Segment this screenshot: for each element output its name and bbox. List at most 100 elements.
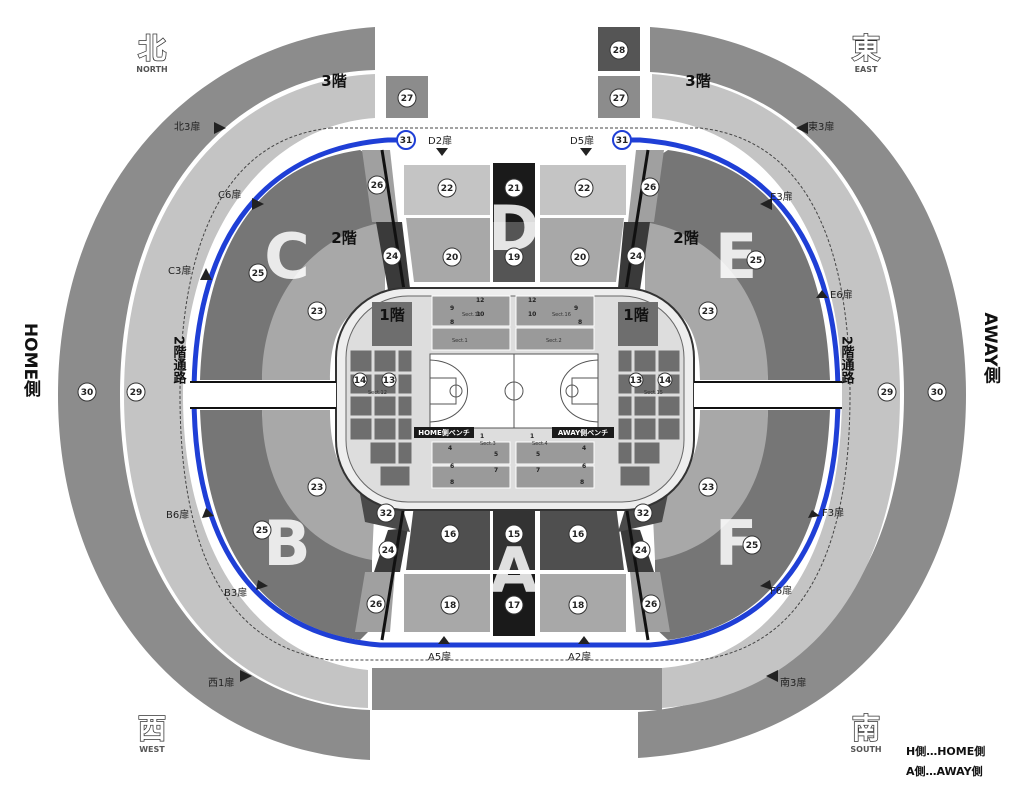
svg-text:25: 25 xyxy=(746,541,759,551)
ring-30-west[interactable] xyxy=(58,27,375,760)
badge-23-ne[interactable]: 23 xyxy=(698,301,718,321)
legend-line-1: H側…HOME側 xyxy=(906,744,985,758)
ring-30-east[interactable] xyxy=(638,27,966,758)
door-e6: E6扉 xyxy=(830,288,853,301)
corridor-west xyxy=(190,381,336,409)
ring-23-east[interactable] xyxy=(645,222,768,380)
svg-text:32: 32 xyxy=(380,509,393,519)
away-bench xyxy=(552,427,614,438)
badge-13-east[interactable]: 13 xyxy=(628,372,644,388)
floor-3-west-label: 3階 xyxy=(321,72,346,90)
svg-text:23: 23 xyxy=(702,483,715,493)
badge-25-ne[interactable]: 25 xyxy=(746,250,766,270)
ring-30-south-strip[interactable] xyxy=(372,668,662,710)
svg-text:22: 22 xyxy=(441,184,454,194)
svg-text:26: 26 xyxy=(644,183,657,193)
svg-text:21: 21 xyxy=(508,184,521,194)
floor-1-east-top[interactable] xyxy=(618,302,658,346)
badge-25-se[interactable]: 25 xyxy=(742,535,762,555)
badge-28[interactable]: 28 xyxy=(609,40,629,60)
badge-23-se[interactable]: 23 xyxy=(698,477,718,497)
svg-text:13: 13 xyxy=(630,376,643,386)
section-badges[interactable]: 28 27 27 31 31 30 29 29 30 26 26 26 26 2… xyxy=(77,40,947,615)
badge-23-nw[interactable]: 23 xyxy=(307,301,327,321)
badge-30-east[interactable]: 30 xyxy=(927,382,947,402)
badge-17[interactable]: 17 xyxy=(504,595,524,615)
badge-24-ne[interactable]: 24 xyxy=(626,246,646,266)
door-c6: C6扉 xyxy=(218,188,241,201)
badge-16-east[interactable]: 16 xyxy=(568,524,588,544)
block-f-bowl[interactable] xyxy=(655,410,830,640)
badge-26-ne[interactable]: 26 xyxy=(640,177,660,197)
sect-4-label: Sect.4 xyxy=(532,441,548,447)
badge-25-sw[interactable]: 25 xyxy=(252,520,272,540)
courtside-seats[interactable] xyxy=(431,295,595,489)
svg-text:9: 9 xyxy=(574,305,578,312)
badge-14-east[interactable]: 14 xyxy=(657,372,673,388)
svg-text:28: 28 xyxy=(613,46,626,56)
badge-32-west[interactable]: 32 xyxy=(376,503,396,523)
svg-text:8: 8 xyxy=(578,319,582,326)
svg-text:20: 20 xyxy=(446,253,459,263)
door-nishi1: 西1扉 xyxy=(208,676,234,689)
ring-29-west[interactable] xyxy=(124,74,375,708)
svg-text:1: 1 xyxy=(530,433,534,440)
corridor-label-east: 2階通路 xyxy=(839,336,855,384)
badge-13-west[interactable]: 13 xyxy=(381,372,397,388)
door-markers[interactable] xyxy=(200,122,828,682)
badge-18-east[interactable]: 18 xyxy=(568,595,588,615)
ring-23-west[interactable] xyxy=(262,222,385,380)
badge-26-sw[interactable]: 26 xyxy=(366,594,386,614)
sect-2-label: Sect.2 xyxy=(546,338,562,344)
badge-24-sw[interactable]: 24 xyxy=(378,540,398,560)
badge-22-west[interactable]: 22 xyxy=(437,178,457,198)
svg-text:12: 12 xyxy=(476,297,484,304)
block-b-bowl[interactable] xyxy=(200,410,372,640)
floor-seats-west[interactable] xyxy=(349,349,413,487)
badge-24-se[interactable]: 24 xyxy=(631,540,651,560)
badge-20-east[interactable]: 20 xyxy=(570,247,590,267)
block-c-bowl[interactable] xyxy=(200,150,385,380)
badge-31-west[interactable]: 31 xyxy=(396,130,416,150)
svg-text:10: 10 xyxy=(476,311,484,318)
floor-seats-east[interactable] xyxy=(617,349,681,487)
compass-north: 北 xyxy=(138,32,166,65)
floor-1-west-top[interactable] xyxy=(372,302,412,346)
compass-west-en: WEST xyxy=(139,745,165,754)
compass-west: 西 xyxy=(138,712,166,745)
door-a2: A2扉 xyxy=(568,650,591,663)
badge-15[interactable]: 15 xyxy=(504,524,524,544)
svg-text:13: 13 xyxy=(383,376,396,386)
ring-29-east[interactable] xyxy=(652,74,900,708)
badge-30-west[interactable]: 30 xyxy=(77,382,97,402)
badge-26-nw[interactable]: 26 xyxy=(367,175,387,195)
badge-29-west[interactable]: 29 xyxy=(126,382,146,402)
badge-23-sw[interactable]: 23 xyxy=(307,477,327,497)
badge-14-west[interactable]: 14 xyxy=(352,372,368,388)
badge-27-west[interactable]: 27 xyxy=(397,88,417,108)
svg-text:25: 25 xyxy=(256,526,269,536)
badge-29-east[interactable]: 29 xyxy=(877,382,897,402)
badge-31-east[interactable]: 31 xyxy=(612,130,632,150)
badge-20-west[interactable]: 20 xyxy=(442,247,462,267)
badge-19[interactable]: 19 xyxy=(504,247,524,267)
svg-text:29: 29 xyxy=(881,388,894,398)
sect-11-label: Sect.11 xyxy=(462,312,481,318)
svg-text:26: 26 xyxy=(370,600,383,610)
compass-north-en: NORTH xyxy=(136,65,167,74)
svg-text:7: 7 xyxy=(494,467,498,474)
badge-27-east[interactable]: 27 xyxy=(609,88,629,108)
svg-text:8: 8 xyxy=(450,479,454,486)
badge-21[interactable]: 21 xyxy=(504,178,524,198)
badge-32-east[interactable]: 32 xyxy=(633,503,653,523)
legend-line-2: A側…AWAY側 xyxy=(906,764,983,778)
badge-16-west[interactable]: 16 xyxy=(440,524,460,544)
badge-25-nw[interactable]: 25 xyxy=(248,263,268,283)
badge-24-nw[interactable]: 24 xyxy=(382,246,402,266)
badge-22-east[interactable]: 22 xyxy=(574,178,594,198)
door-f3: F3扉 xyxy=(822,506,844,519)
badge-18-west[interactable]: 18 xyxy=(440,595,460,615)
block-e-bowl[interactable] xyxy=(645,150,830,380)
away-side-label: AWAY側 xyxy=(980,312,1002,384)
badge-26-se[interactable]: 26 xyxy=(641,594,661,614)
